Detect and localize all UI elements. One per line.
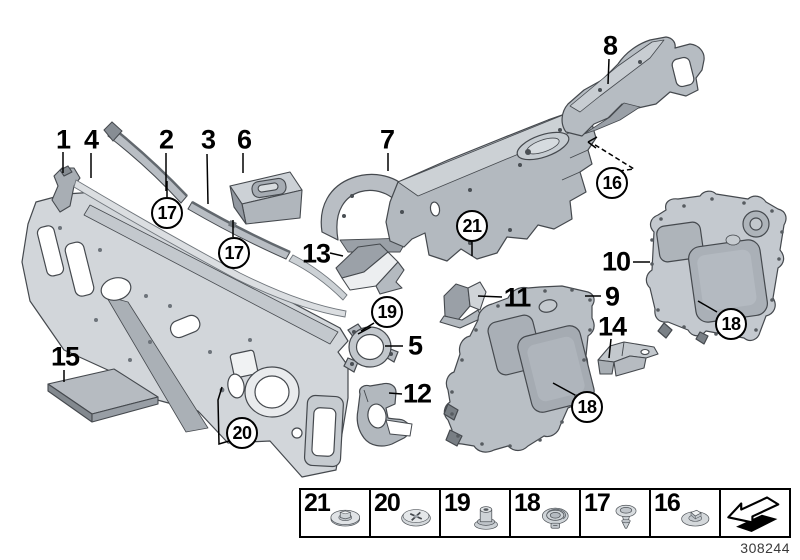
callout-circled-21-2[interactable]: 21	[456, 210, 488, 242]
part-5-shape	[343, 323, 399, 373]
drawing-number: 308244	[740, 540, 790, 556]
part-4-shape	[73, 179, 347, 318]
legend-number: 19	[444, 489, 471, 517]
legend-cell-16[interactable]: 16	[651, 490, 721, 536]
bulkhead-panel-shape	[21, 191, 349, 478]
callout-10[interactable]: 10	[601, 246, 631, 277]
callout-circled-16-3[interactable]: 16	[596, 167, 628, 199]
callout-11[interactable]: 11	[503, 282, 532, 313]
part-14-shape	[597, 341, 659, 377]
legend-cell-20[interactable]: 20	[371, 490, 441, 536]
legend-cell-21[interactable]: 21	[301, 490, 371, 536]
callout-9[interactable]: 9	[604, 281, 620, 312]
disc-nut-icon	[673, 497, 719, 535]
callout-8[interactable]: 8	[602, 30, 618, 61]
callout-3[interactable]: 3	[200, 124, 216, 155]
push-rivet-icon	[603, 497, 649, 535]
part-2-shape	[103, 121, 188, 204]
callout-circled-19-4[interactable]: 19	[371, 296, 403, 328]
legend-number: 20	[374, 489, 401, 517]
grommet-clip-icon	[533, 497, 579, 535]
part-7-shape	[320, 111, 597, 262]
legend-cell-19[interactable]: 19	[441, 490, 511, 536]
callout-4[interactable]: 4	[83, 124, 99, 155]
callout-2[interactable]: 2	[158, 124, 174, 155]
callout-5[interactable]: 5	[407, 330, 423, 361]
part-6-shape	[229, 171, 303, 225]
part-13-shape	[335, 243, 405, 295]
fastener-legend: 21 20 19 18 17 16	[299, 488, 791, 538]
callout-circled-20-7[interactable]: 20	[226, 417, 258, 449]
leader-lines	[62, 58, 718, 446]
part-3-shape	[187, 200, 348, 301]
dome-rivet-icon	[393, 497, 439, 535]
part-8-shape	[561, 36, 705, 137]
part-12-shape	[356, 382, 413, 447]
callout-circled-18-6[interactable]: 18	[571, 391, 603, 423]
washer-nut-icon	[323, 497, 369, 535]
callout-1[interactable]: 1	[55, 124, 71, 155]
callout-7[interactable]: 7	[379, 124, 395, 155]
callout-12[interactable]: 12	[402, 378, 432, 409]
part-9-shape	[443, 285, 595, 453]
legend-number: 18	[514, 489, 541, 517]
callout-13[interactable]: 13	[301, 238, 331, 269]
direction-arrow-icon	[724, 491, 786, 535]
callout-14[interactable]: 14	[597, 311, 627, 342]
legend-cell-direction-arrow[interactable]	[721, 490, 789, 536]
callout-15[interactable]: 15	[50, 341, 80, 372]
part-10-shape	[645, 190, 787, 345]
hex-flange-nut-icon	[463, 497, 509, 535]
legend-number: 16	[654, 489, 681, 517]
legend-cell-17[interactable]: 17	[581, 490, 651, 536]
callout-6[interactable]: 6	[236, 124, 252, 155]
legend-cell-18[interactable]: 18	[511, 490, 581, 536]
legend-number: 17	[584, 489, 611, 517]
callout-circled-17-1[interactable]: 17	[218, 237, 250, 269]
part-1-shape	[51, 165, 81, 213]
callout-circled-18-5[interactable]: 18	[715, 308, 747, 340]
legend-number: 21	[304, 489, 331, 517]
part-15-shape	[47, 368, 159, 423]
callout-circled-17-0[interactable]: 17	[151, 197, 183, 229]
